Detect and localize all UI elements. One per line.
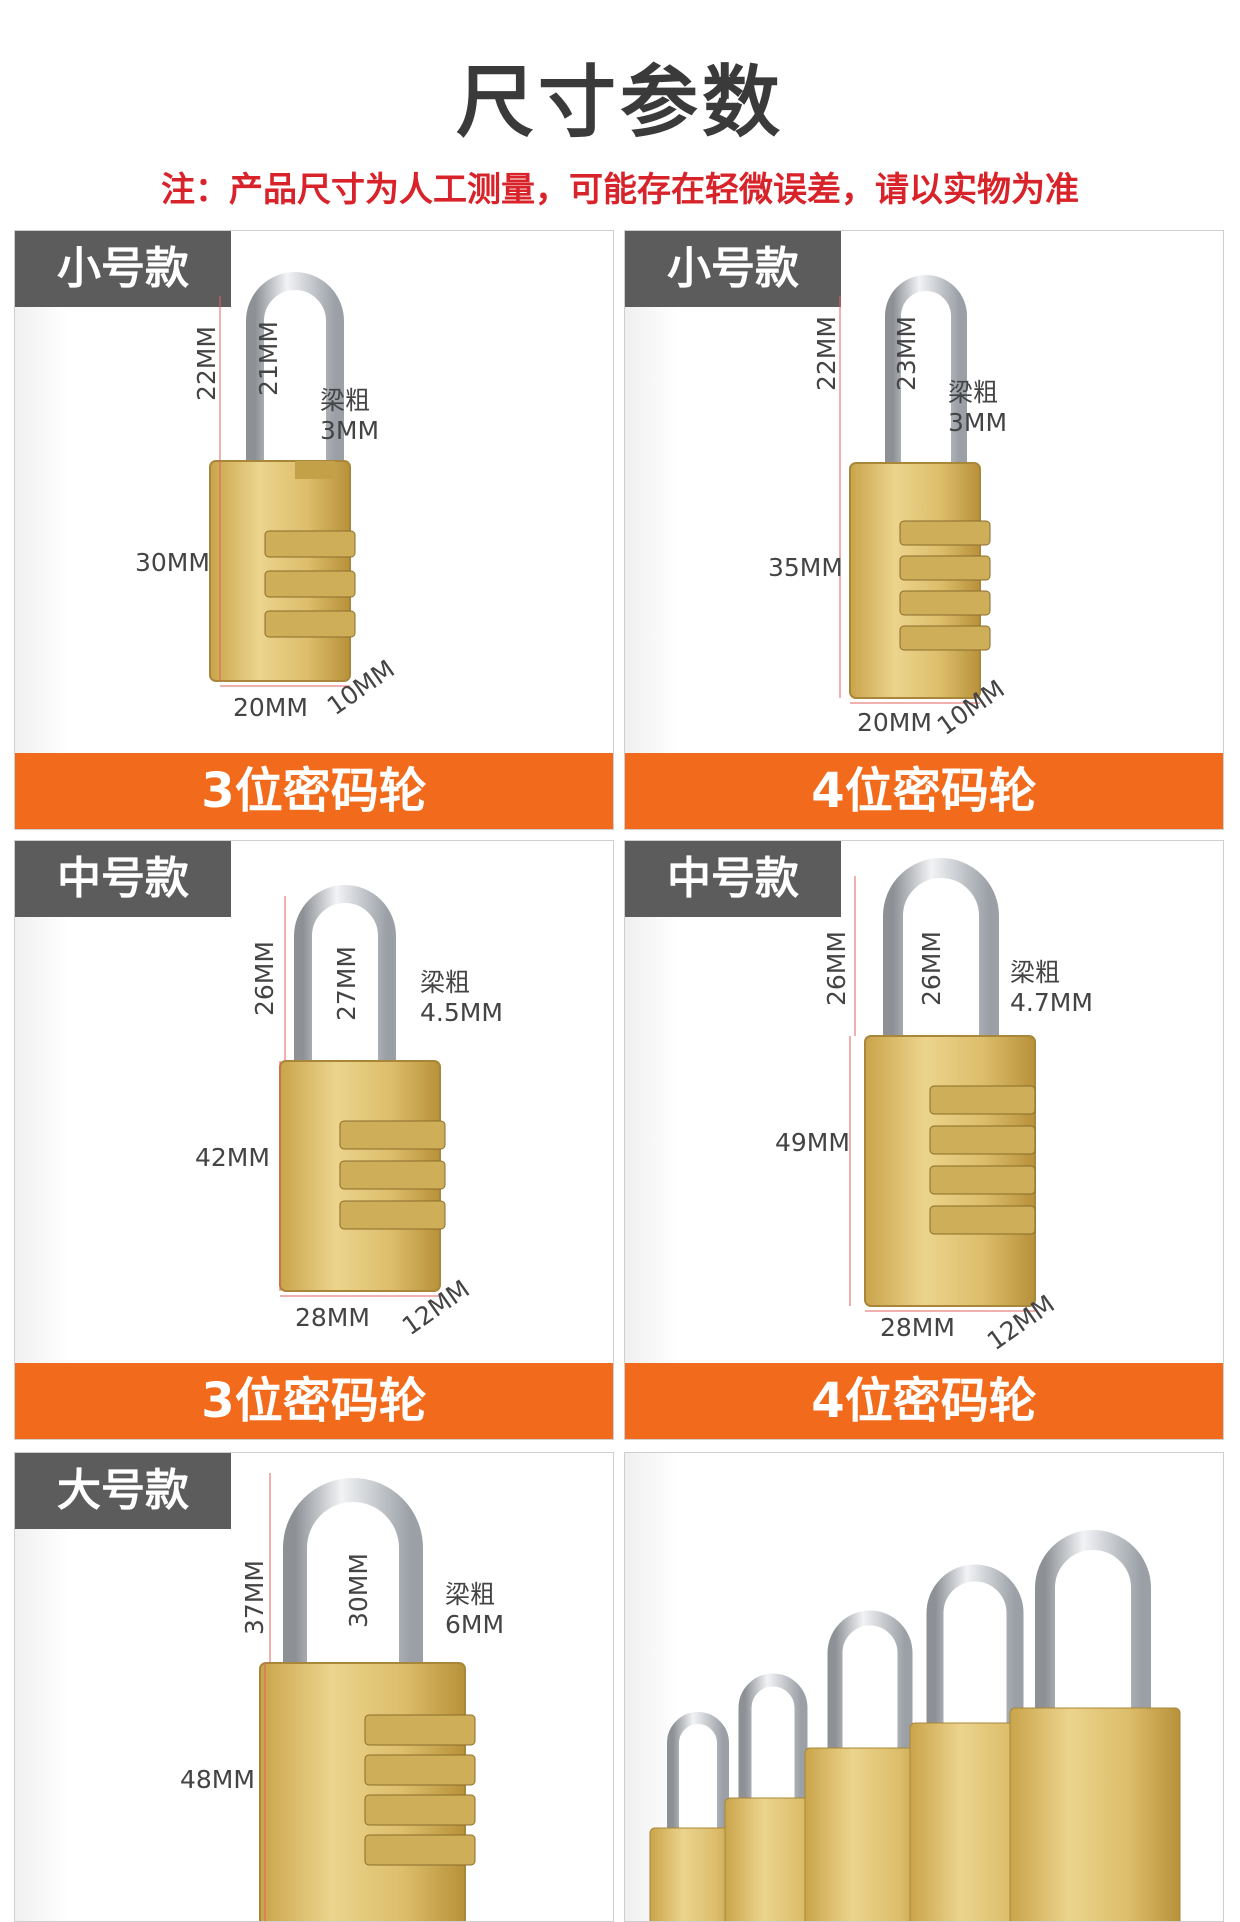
dim-width: 28MM [880, 1313, 955, 1342]
dim-inner-height: 21MM [254, 321, 283, 396]
lock-card-medium-4: 中号款 26MM 26MM 梁粗 4.7MM 49MM 28MM 12MM 4位… [624, 840, 1224, 1440]
dim-thickness-label: 梁粗 [948, 378, 998, 407]
dim-shackle-height: 26MM [250, 941, 279, 1016]
dial-wheels [899, 520, 991, 651]
size-tag: 小号款 [15, 231, 231, 307]
dial-wheels [264, 530, 356, 638]
padlock-medium-3-illustration: 26MM 27MM 梁粗 4.5MM 42MM 28MM 12MM [195, 885, 503, 1341]
dim-thickness-label: 梁粗 [1010, 958, 1060, 987]
dim-inner-height: 27MM [332, 946, 361, 1021]
padlock-small-4-illustration: 22MM 23MM 梁粗 3MM 35MM 20MM 10MM [768, 275, 1010, 741]
lock-card-small-4: 小号款 22MM 23MM 梁粗 3MM 35MM 20MM 10MM 4位密码… [624, 230, 1224, 830]
dim-inner-height: 23MM [892, 316, 921, 391]
dial-count-label: 4位密码轮 [625, 753, 1223, 829]
dial-wheels [929, 1085, 1036, 1235]
dim-thickness: 3MM [948, 408, 1007, 437]
dial-count-label: 4位密码轮 [625, 1363, 1223, 1439]
dim-shackle-height: 22MM [812, 316, 841, 391]
size-tag: 中号款 [15, 841, 231, 917]
dim-shackle-height: 22MM [192, 326, 221, 401]
dim-thickness: 4.7MM [1010, 988, 1093, 1017]
measurement-notice: 注：产品尺寸为人工测量，可能存在轻微误差，请以实物为准 [161, 170, 1079, 210]
dim-body-height: 48MM [180, 1765, 255, 1794]
dim-inner-height: 26MM [917, 931, 946, 1006]
dial-wheels [364, 1714, 476, 1866]
dim-body-height: 30MM [135, 548, 210, 577]
dim-shackle-height: 37MM [240, 1560, 269, 1635]
size-tag: 小号款 [625, 231, 841, 307]
dim-inner-height: 30MM [344, 1553, 373, 1628]
lock-card-medium-3: 中号款 26MM 27MM 梁粗 4.5MM 42MM 28MM 12MM 3位… [14, 840, 614, 1440]
dim-thickness-label: 梁粗 [420, 968, 470, 997]
dim-thickness: 6MM [445, 1610, 504, 1639]
dim-width: 20MM [857, 708, 932, 737]
dial-wheels [339, 1120, 446, 1230]
dim-thickness: 3MM [320, 416, 379, 445]
padlock-medium-4-illustration: 26MM 26MM 梁粗 4.7MM 49MM 28MM 12MM [775, 858, 1093, 1356]
lock-group-photo [624, 1452, 1224, 1922]
size-tag: 中号款 [625, 841, 841, 917]
lock-card-small-3: 小号款 22MM 21MM 梁粗 3MM 30MM 20MM 10MM 3位密码… [14, 230, 614, 830]
padlock-large-illustration: 37MM 30MM 梁粗 6MM 48MM [180, 1473, 504, 1921]
dim-body-height: 42MM [195, 1143, 270, 1172]
dim-body-height: 49MM [775, 1128, 850, 1157]
dim-width: 20MM [233, 693, 308, 722]
dim-shackle-height: 26MM [822, 931, 851, 1006]
dial-count-label: 3位密码轮 [15, 753, 613, 829]
dim-thickness: 4.5MM [420, 998, 503, 1027]
dim-body-height: 35MM [768, 553, 843, 582]
dial-count-label: 3位密码轮 [15, 1363, 613, 1439]
page-title: 尺寸参数 [455, 58, 784, 148]
padlock-lineup-illustration [649, 1530, 1181, 1921]
padlock-small-3-illustration: 22MM 21MM 梁粗 3MM 30MM 20MM 10MM [135, 272, 400, 722]
dim-width: 28MM [295, 1303, 370, 1332]
lock-card-large: 大号款 37MM 30MM 梁粗 6MM 48MM [14, 1452, 614, 1922]
dim-thickness-label: 梁粗 [445, 1580, 495, 1609]
size-tag: 大号款 [15, 1453, 231, 1529]
padlock-5 [1009, 1530, 1181, 1921]
padlock-1 [649, 1712, 746, 1921]
dim-thickness-label: 梁粗 [320, 386, 370, 415]
